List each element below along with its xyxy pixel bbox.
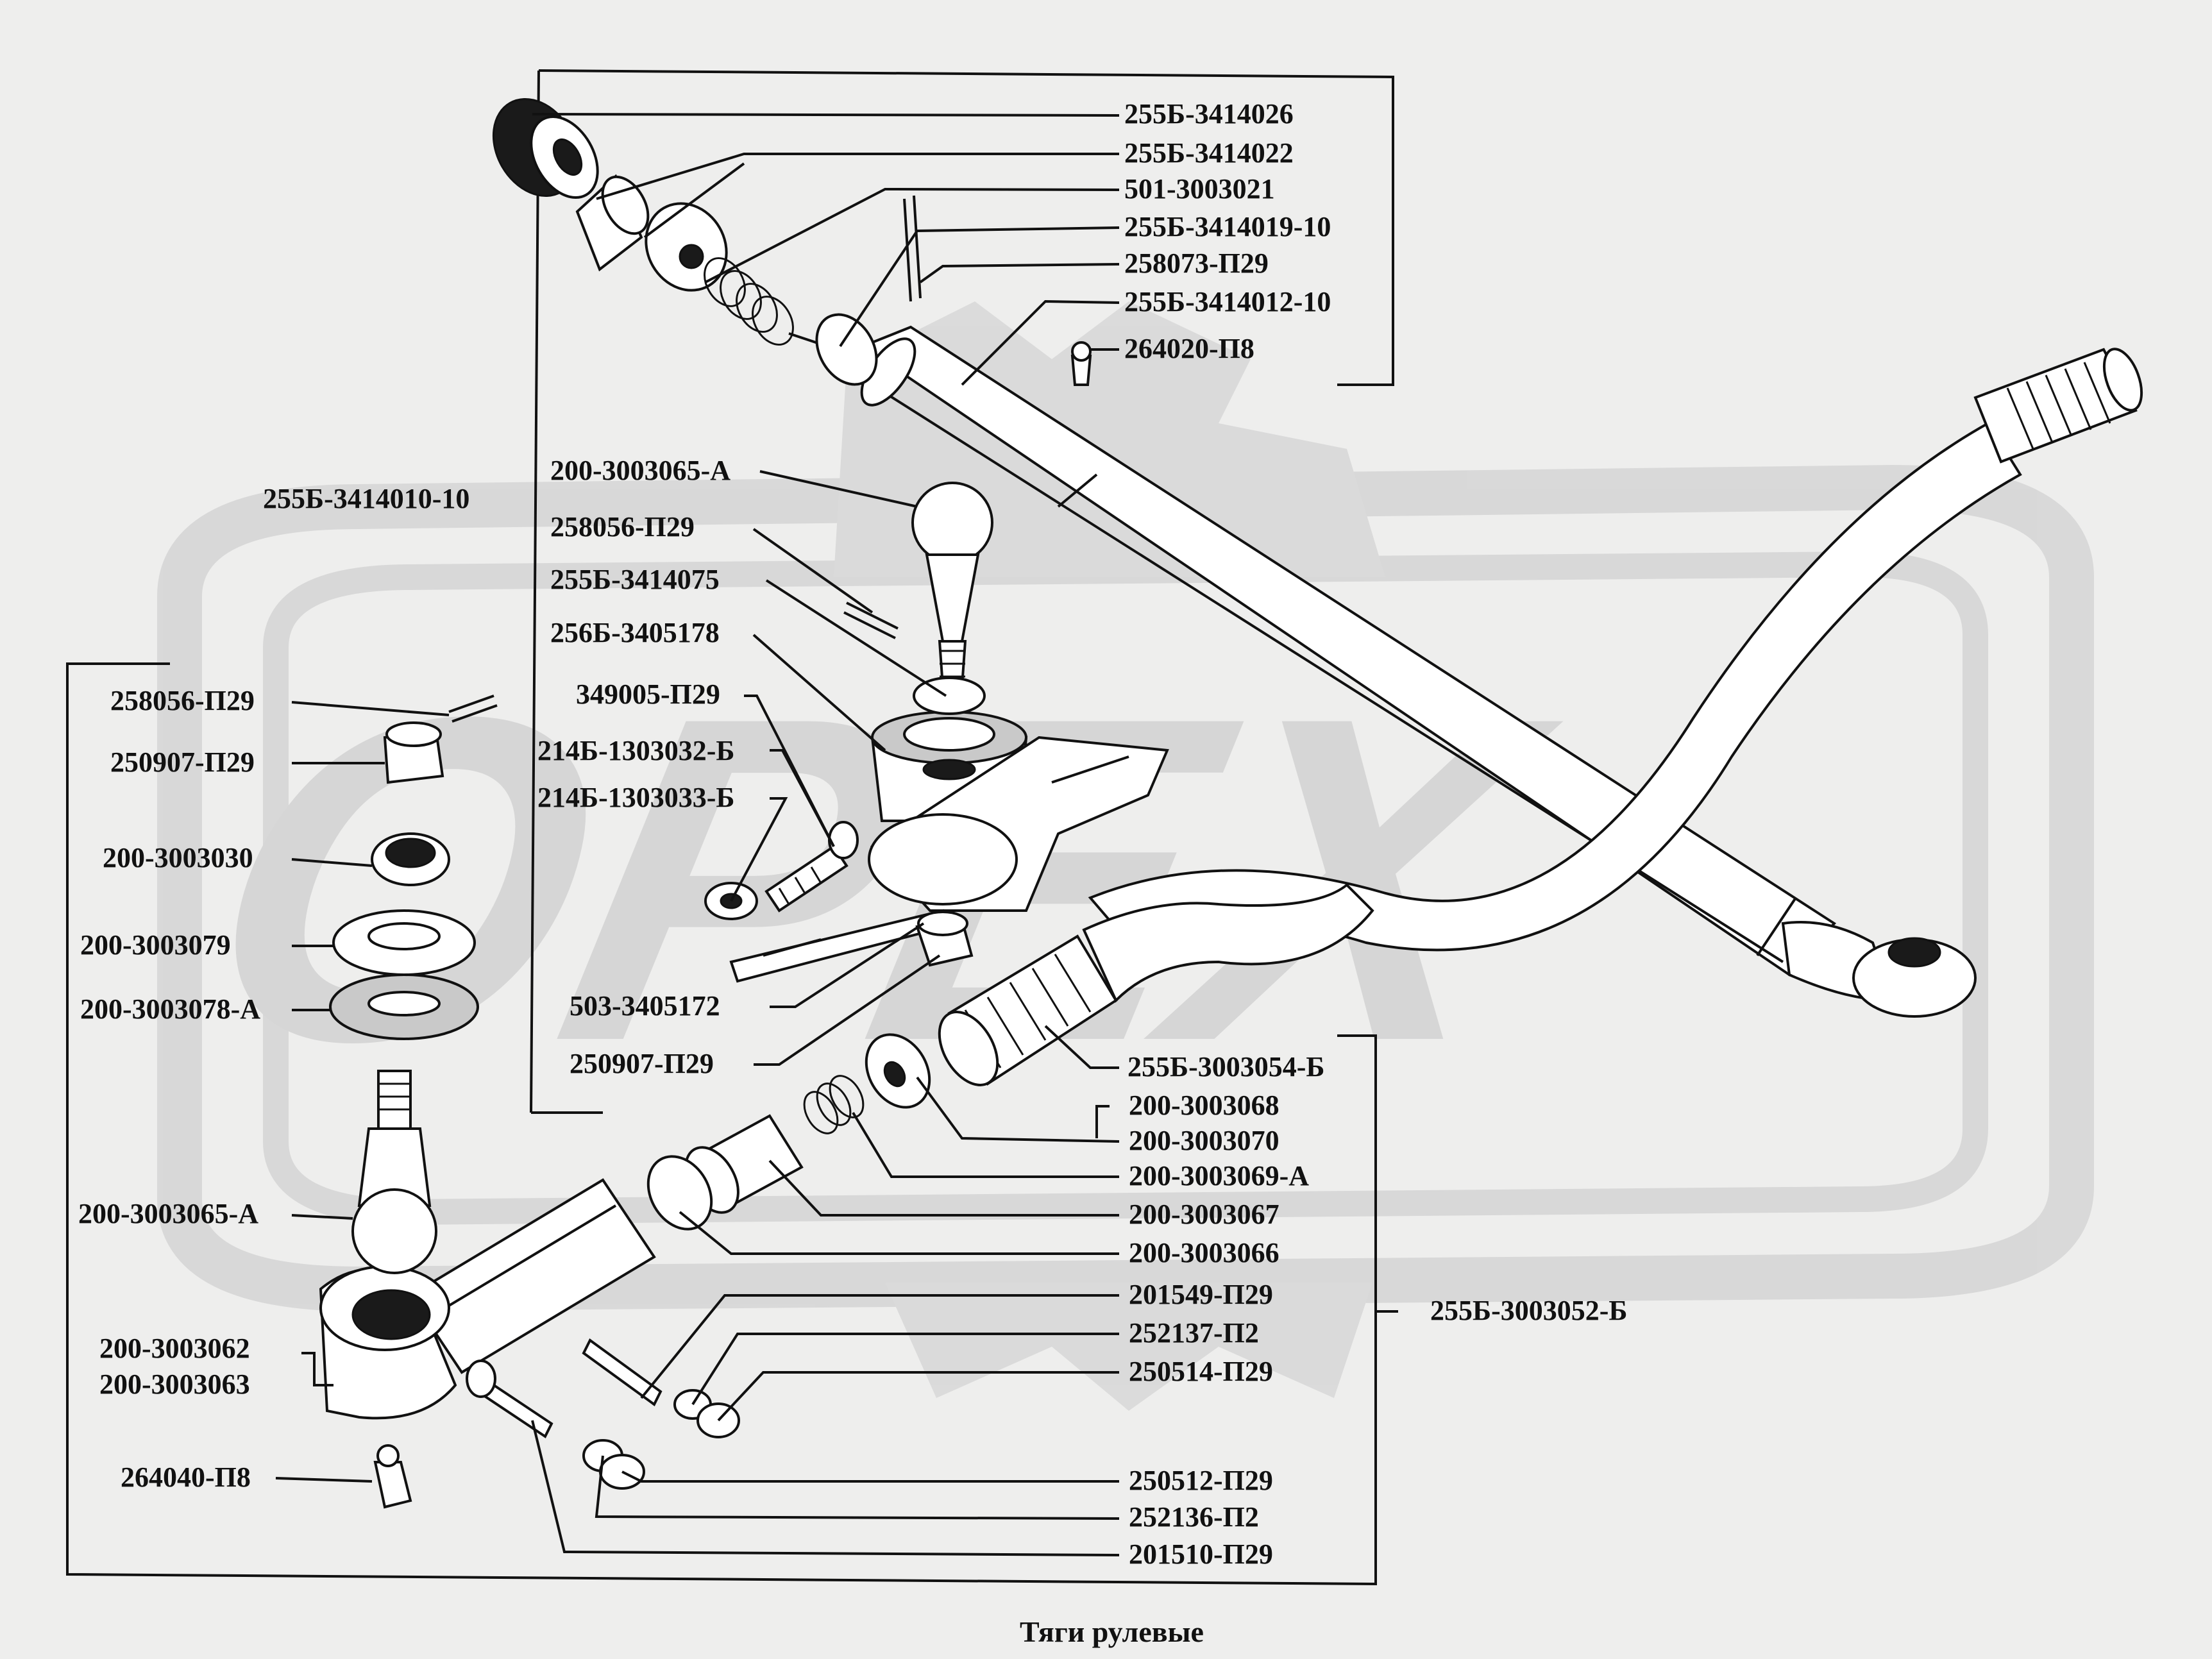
upper-rod-end-parts: [492, 98, 922, 386]
lower-ball-stud-stack: [329, 695, 498, 1274]
label-200-3003067: 200-3003067: [1129, 1199, 1279, 1230]
label-255b-3414026: 255Б-3414026: [1124, 98, 1294, 130]
pitman-bracket-assembly: [704, 482, 1169, 983]
label-250907-p29-center: 250907-П29: [570, 1048, 714, 1079]
label-264020-p8: 264020-П8: [1124, 333, 1254, 364]
label-255b-3414010-10: 255Б-3414010-10: [263, 483, 469, 514]
label-200-3003078-a: 200-3003078-А: [80, 993, 260, 1025]
label-200-3003062: 200-3003062: [99, 1333, 250, 1364]
label-503-3405172: 503-3405172: [570, 990, 720, 1022]
label-200-3003063: 200-3003063: [99, 1368, 250, 1400]
label-250512-p29: 250512-П29: [1129, 1465, 1273, 1496]
label-214b-1303032-b: 214Б-1303032-Б: [537, 735, 734, 766]
label-200-3003079: 200-3003079: [80, 929, 231, 961]
label-256b-3405178: 256Б-3405178: [550, 617, 720, 648]
label-258073-p29: 258073-П29: [1124, 248, 1269, 279]
leader-lines: [275, 113, 1120, 1556]
grouping-frames: [66, 69, 1398, 1586]
label-200-3003066: 200-3003066: [1129, 1237, 1279, 1268]
label-255b-3414019-10: 255Б-3414019-10: [1124, 211, 1331, 242]
label-200-3003068: 200-3003068: [1129, 1090, 1279, 1121]
label-258056-p29-center: 258056-П29: [550, 511, 695, 543]
label-214b-1303033-b: 214Б-1303033-Б: [537, 782, 734, 813]
label-201510-p29: 201510-П29: [1129, 1538, 1273, 1570]
part-labels: 255Б-3414026 255Б-3414022 501-3003021 25…: [78, 98, 1627, 1570]
label-264040-p8: 264040-П8: [121, 1461, 251, 1493]
label-252137-p2: 252137-П2: [1129, 1317, 1259, 1349]
label-258056-p29-left: 258056-П29: [110, 685, 255, 716]
label-255b-3414012-10: 255Б-3414012-10: [1124, 286, 1331, 317]
label-200-3003069-a: 200-3003069-А: [1129, 1160, 1309, 1192]
label-501-3003021: 501-3003021: [1124, 173, 1275, 205]
label-255b-3414022: 255Б-3414022: [1124, 137, 1294, 169]
lower-steering-rod: [319, 883, 1374, 1509]
label-201549-p29: 201549-П29: [1129, 1279, 1273, 1310]
label-255b-3003054-b: 255Б-3003054-Б: [1127, 1051, 1324, 1082]
label-255b-3003052-b: 255Б-3003052-Б: [1430, 1295, 1627, 1326]
diagram-caption: Тяги рулевые: [1020, 1615, 1204, 1648]
label-349005-p29: 349005-П29: [576, 678, 720, 710]
label-250907-p29-left: 250907-П29: [110, 746, 255, 778]
upper-steering-rod: [859, 325, 2143, 1018]
label-200-3003065-a-left: 200-3003065-А: [78, 1198, 258, 1229]
label-200-3003065-a-top: 200-3003065-А: [550, 455, 730, 486]
label-200-3003070: 200-3003070: [1129, 1125, 1279, 1156]
label-252136-p2: 252136-П2: [1129, 1501, 1259, 1533]
label-255b-3414075: 255Б-3414075: [550, 564, 720, 595]
label-200-3003030: 200-3003030: [103, 842, 253, 873]
label-250514-p29: 250514-П29: [1129, 1356, 1273, 1387]
